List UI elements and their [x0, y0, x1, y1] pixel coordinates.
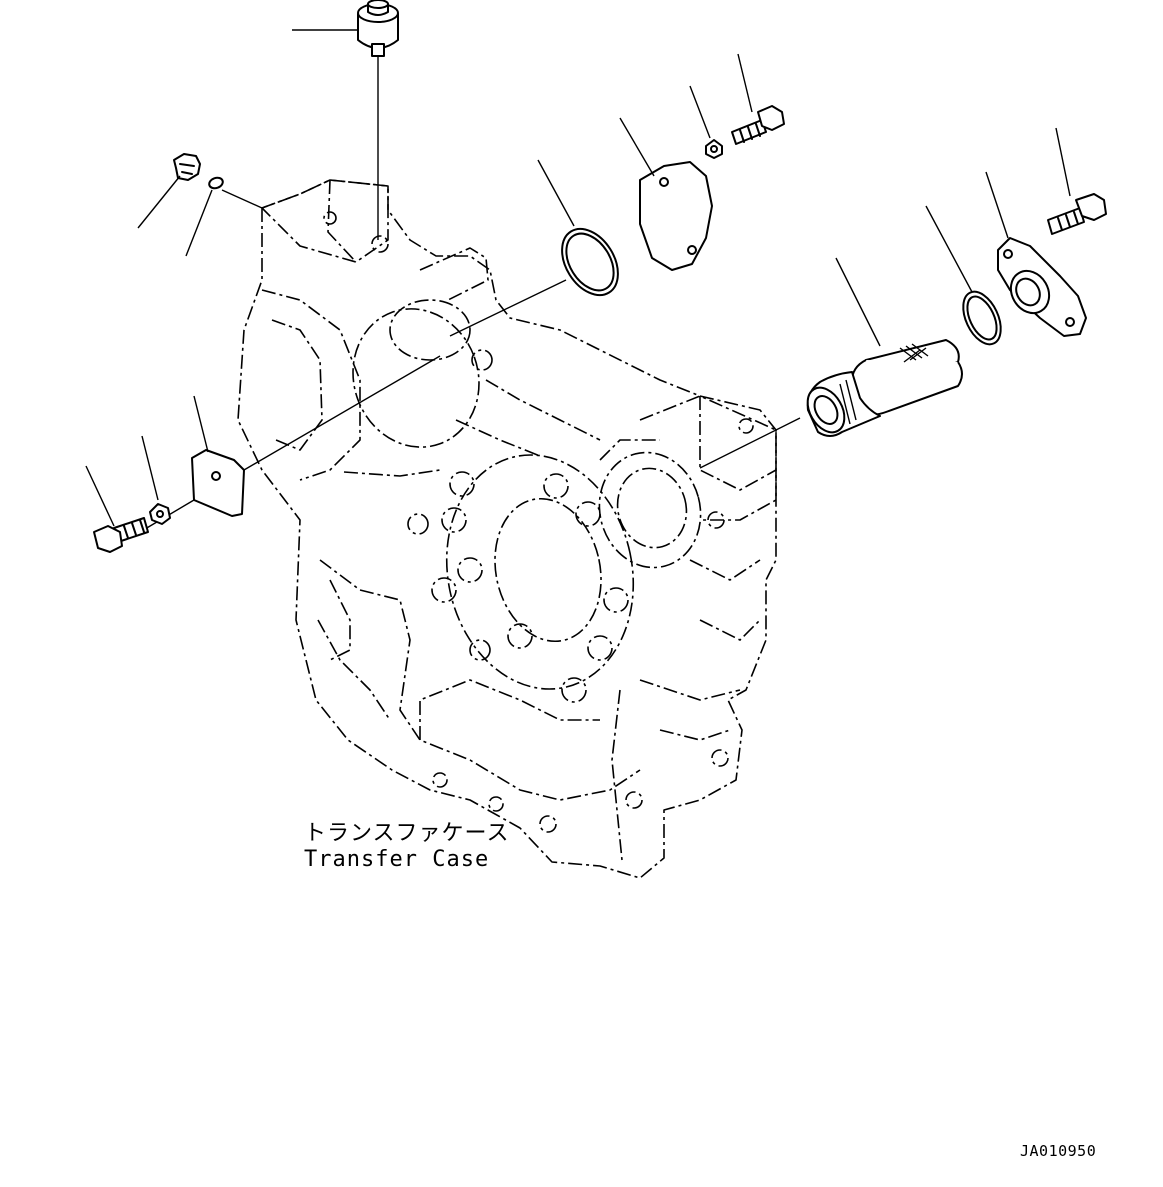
o-ring-right-part — [962, 290, 1002, 346]
o-ring-large-part — [561, 227, 619, 297]
cover-plate-part — [639, 161, 713, 271]
assembly-center-lines — [139, 56, 801, 533]
bolt-bottom-part — [93, 517, 149, 553]
leader-lines — [85, 29, 1071, 527]
plate-part — [191, 449, 245, 517]
transfer-case-label-jp: トランスファケース — [304, 821, 510, 846]
bolt-top-part — [731, 105, 785, 145]
flange-cover-part — [997, 237, 1087, 337]
washer-top-part — [705, 139, 723, 159]
transfer-case-outline — [237, 179, 777, 879]
bolt-right-part — [1047, 193, 1107, 235]
o-ring-small-part — [208, 176, 224, 190]
washer-bottom-part — [149, 503, 171, 525]
filter-element-part — [806, 339, 963, 437]
plug-part — [173, 153, 201, 181]
transfer-case-label-en: Transfer Case — [304, 847, 490, 872]
breather-part — [357, 0, 399, 57]
drawing-code: JA010950 — [1020, 1142, 1097, 1160]
